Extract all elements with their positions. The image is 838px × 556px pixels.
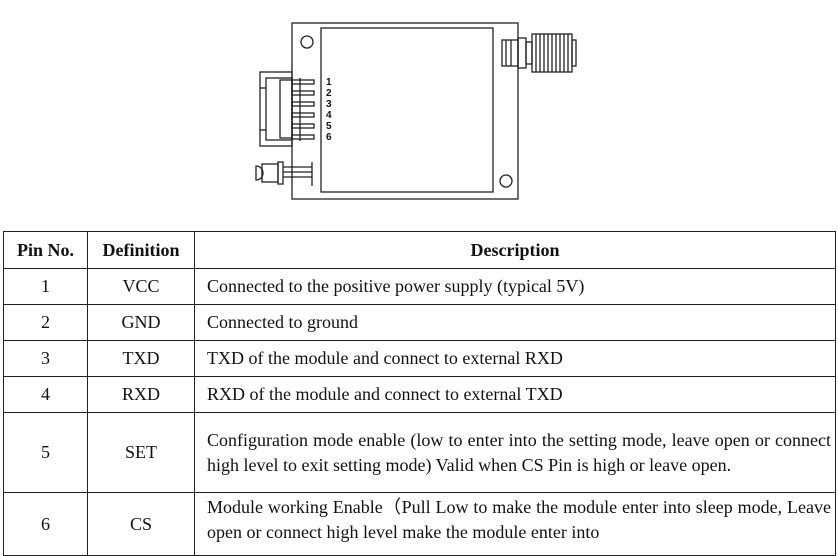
pin-definition: GND (87, 304, 195, 341)
header-pin-no: Pin No. (3, 231, 88, 269)
table-row: 5 SET Configuration mode enable (low to … (3, 412, 836, 493)
pin-header-connector (259, 71, 293, 147)
module-shield (320, 27, 494, 193)
table-row: 3 TXD TXD of the module and connect to e… (3, 340, 836, 377)
table-row: 2 GND Connected to ground (3, 304, 836, 341)
pin-definition: CS (87, 492, 195, 556)
table-row: 1 VCC Connected to the positive power su… (3, 268, 836, 305)
pin-number: 4 (3, 376, 88, 413)
pin-definition-table: Pin No. Definition Description 1 VCC Con… (3, 231, 836, 556)
antenna-connector (501, 33, 577, 73)
pin-number: 1 (3, 268, 88, 305)
pin-number: 2 (3, 304, 88, 341)
pin-description: Module working Enable（Pull Low to make t… (194, 492, 836, 556)
pin-description: Configuration mode enable (low to enter … (194, 412, 836, 493)
pin-description: Connected to ground (194, 304, 836, 341)
pin-definition: RXD (87, 376, 195, 413)
header-description: Description (194, 231, 836, 269)
pin-definition: VCC (87, 268, 195, 305)
pin-label-3: 3 (326, 99, 332, 110)
pin-description: Connected to the positive power supply (… (194, 268, 836, 305)
mounting-hole-top-left (300, 35, 314, 49)
pin-label-4: 4 (326, 110, 332, 121)
pin-label-2: 2 (326, 88, 332, 99)
pin-label-1: 1 (326, 77, 332, 88)
pin-description: RXD of the module and connect to externa… (194, 376, 836, 413)
pin-number: 5 (3, 412, 88, 493)
pin-number: 3 (3, 340, 88, 377)
pin-description: TXD of the module and connect to externa… (194, 340, 836, 377)
pin-leads (291, 78, 315, 141)
pin-number: 6 (3, 492, 88, 556)
header-definition: Definition (87, 231, 195, 269)
led-indicator (255, 161, 313, 186)
pin-label-6: 6 (326, 132, 332, 143)
table-header-row: Pin No. Definition Description (3, 231, 836, 269)
table-row: 6 CS Module working Enable（Pull Low to m… (3, 492, 836, 556)
table-row: 4 RXD RXD of the module and connect to e… (3, 376, 836, 413)
module-diagram: 1 2 3 4 5 6 (255, 22, 577, 200)
pin-definition: TXD (87, 340, 195, 377)
pin-label-5: 5 (326, 121, 332, 132)
pin-definition: SET (87, 412, 195, 493)
mounting-hole-bottom-right (499, 174, 513, 188)
